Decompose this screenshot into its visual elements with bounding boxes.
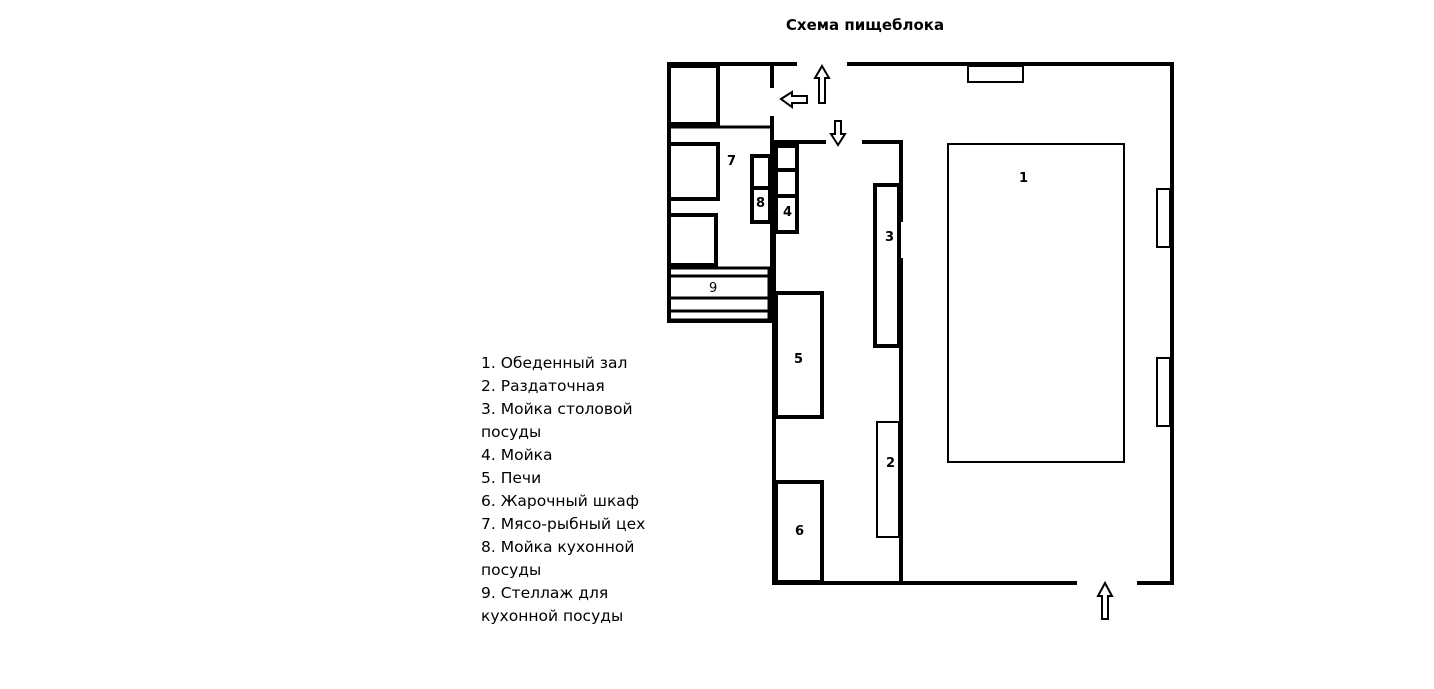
legend-item-9: 9. Стеллаж для кухонной посуды xyxy=(481,584,624,625)
label-1: 1 xyxy=(1019,171,1028,186)
legend-item-5: 5. Печи xyxy=(481,469,542,487)
label-6: 6 xyxy=(795,524,804,539)
dishwash-3 xyxy=(873,183,901,348)
rack-9 xyxy=(667,266,771,322)
legend-item-1: 1. Обеденный зал xyxy=(481,354,628,372)
label-4: 4 xyxy=(783,205,792,220)
dining-1 xyxy=(947,143,1125,463)
arrow-left-icon xyxy=(779,90,808,109)
legend-item-6: 6. Жарочный шкаф xyxy=(481,492,640,510)
sink-4 xyxy=(774,144,799,234)
label-9: 9 xyxy=(709,281,717,296)
legend-item-7: 7. Мясо-рыбный цех xyxy=(481,515,646,533)
legend-item-3: 3. Мойка столовой посуды xyxy=(481,400,633,441)
legend-item-4: 4. Мойка xyxy=(481,446,553,464)
arrow-up-bottom-icon xyxy=(1096,580,1114,620)
room7-table-3 xyxy=(667,213,718,267)
legend-item-2: 2. Раздаточная xyxy=(481,377,605,395)
serving-2 xyxy=(876,421,900,538)
window-right-2 xyxy=(1156,357,1171,427)
diagram-title: Схема пищеблока xyxy=(785,16,945,34)
legend: 1. Обеденный зал 2. Раздаточная 3. Мойка… xyxy=(481,352,681,628)
arrow-down-icon xyxy=(829,120,847,147)
label-5: 5 xyxy=(794,352,803,367)
roaster-6 xyxy=(774,480,824,584)
room7-table-2 xyxy=(667,142,720,201)
room7-table-1 xyxy=(667,64,720,126)
legend-item-8: 8. Мойка кухонной посуды xyxy=(481,538,635,579)
ovens-5 xyxy=(774,291,824,419)
label-8: 8 xyxy=(756,196,765,211)
window-right-1 xyxy=(1156,188,1171,248)
window-top xyxy=(967,65,1024,83)
arrow-up-entrance-icon xyxy=(813,64,831,104)
label-3: 3 xyxy=(885,230,894,245)
label-2: 2 xyxy=(886,456,895,471)
label-7: 7 xyxy=(727,154,736,169)
